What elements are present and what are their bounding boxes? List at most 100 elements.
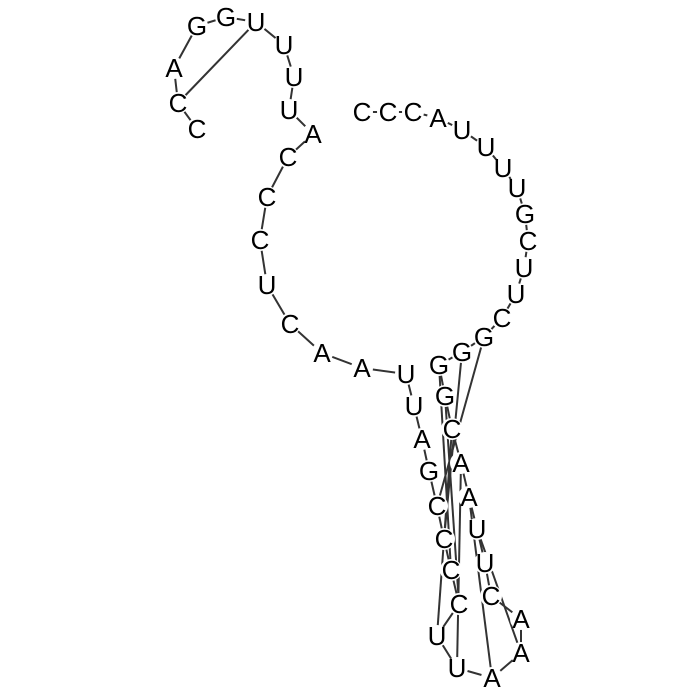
nucleotide-background — [448, 593, 470, 615]
nucleotide: G — [216, 2, 236, 32]
nucleotide: C — [188, 114, 207, 144]
nucleotide-background — [450, 452, 472, 474]
nucleotide-background — [433, 528, 455, 550]
nucleotide-background — [466, 518, 488, 540]
nucleotide-background — [428, 354, 450, 376]
nucleotide: C — [379, 97, 398, 127]
nucleotide-background — [513, 257, 535, 279]
base-pair-bond — [177, 21, 257, 104]
nucleotide: U — [397, 359, 416, 389]
nucleotide-background — [473, 326, 495, 348]
nucleotide-background — [256, 274, 278, 296]
nucleotide-background — [411, 428, 433, 450]
nucleotide: U — [515, 253, 534, 283]
nucleotide: U — [453, 115, 472, 145]
nucleotide: A — [460, 482, 478, 512]
nucleotide-background — [481, 667, 503, 689]
nucleotide-background — [351, 101, 373, 123]
nucleotide-background — [510, 608, 532, 630]
nucleotide: U — [477, 132, 496, 162]
nucleotide: C — [443, 414, 462, 444]
nucleotide: G — [515, 199, 535, 229]
nucleotide-background — [351, 357, 373, 379]
nucleotide-background — [279, 313, 301, 335]
nucleotide-background — [491, 307, 513, 329]
nucleotide-background — [418, 460, 440, 482]
nucleotide-background — [163, 57, 185, 79]
nucleotide: C — [493, 303, 512, 333]
nucleotide: G — [435, 381, 455, 411]
nucleotide-background — [427, 107, 449, 129]
nucleotide: A — [304, 119, 322, 149]
nucleotide-background — [441, 418, 463, 440]
nucleotide-background — [186, 15, 208, 37]
nucleotide-background — [506, 177, 528, 199]
nucleotide-background — [510, 642, 532, 664]
nucleotide-background — [215, 6, 237, 28]
nucleotide-background — [480, 585, 502, 607]
nucleotide-background — [167, 92, 189, 114]
nucleotide-background — [446, 657, 468, 679]
nucleotide-background — [426, 625, 448, 647]
nucleotide-background — [434, 385, 456, 407]
nucleotide: G — [187, 11, 207, 41]
nucleotide: C — [251, 225, 270, 255]
nucleotide: A — [165, 53, 183, 83]
nucleotide: C — [435, 524, 454, 554]
nucleotide: U — [476, 548, 495, 578]
nucleotide: A — [512, 604, 530, 634]
nucleotide: G — [419, 456, 439, 486]
nucleotide-background — [278, 99, 300, 121]
nucleotide-background — [451, 119, 473, 141]
nucleotide: C — [482, 581, 501, 611]
nucleotide-background — [440, 559, 462, 581]
nucleotide-background — [283, 66, 305, 88]
nucleotide: U — [247, 7, 266, 37]
nucleotide: C — [281, 309, 300, 339]
nucleotide: C — [442, 555, 461, 585]
nucleotide: U — [448, 653, 467, 683]
nucleotide: C — [258, 182, 277, 212]
nucleotide: U — [275, 30, 294, 60]
nucleotide: C — [279, 142, 298, 172]
nucleotide: C — [169, 88, 188, 118]
nucleotide: C — [428, 491, 447, 521]
nucleotide-background — [186, 118, 208, 140]
nucleotide-background — [492, 157, 514, 179]
nucleotide-background — [273, 34, 295, 56]
nucleotide-background — [474, 552, 496, 574]
nucleotide: U — [405, 391, 424, 421]
nucleotide-background — [256, 186, 278, 208]
nucleotide: U — [280, 95, 299, 125]
nucleotide: A — [512, 638, 530, 668]
nucleotide-background — [514, 203, 536, 225]
nucleotide-background — [311, 342, 333, 364]
nucleotide: G — [452, 337, 472, 367]
nucleotide-background — [517, 230, 539, 252]
nucleotide-background — [475, 136, 497, 158]
nucleotide: A — [452, 448, 470, 478]
nucleotide-background — [302, 123, 324, 145]
nucleotide: U — [494, 153, 513, 183]
nucleotide-background — [451, 341, 473, 363]
nucleotide-background — [505, 283, 527, 305]
nucleotide: G — [474, 322, 494, 352]
nucleotide: A — [483, 663, 501, 693]
nucleotide: U — [508, 173, 527, 203]
nucleotide-background — [458, 486, 480, 508]
nucleotide: A — [429, 103, 447, 133]
nucleotide-background — [426, 495, 448, 517]
nucleotide-background — [395, 363, 417, 385]
nucleotide: A — [413, 424, 431, 454]
nucleotide: U — [507, 279, 526, 309]
nucleotide: C — [353, 97, 372, 127]
nucleotide: C — [519, 226, 538, 256]
nucleotide-background — [249, 229, 271, 251]
nucleotide: U — [258, 270, 277, 300]
nucleotide-background — [277, 146, 299, 168]
nucleotide: C — [450, 589, 469, 619]
nucleotide: C — [404, 97, 423, 127]
nucleotide: G — [429, 350, 449, 380]
